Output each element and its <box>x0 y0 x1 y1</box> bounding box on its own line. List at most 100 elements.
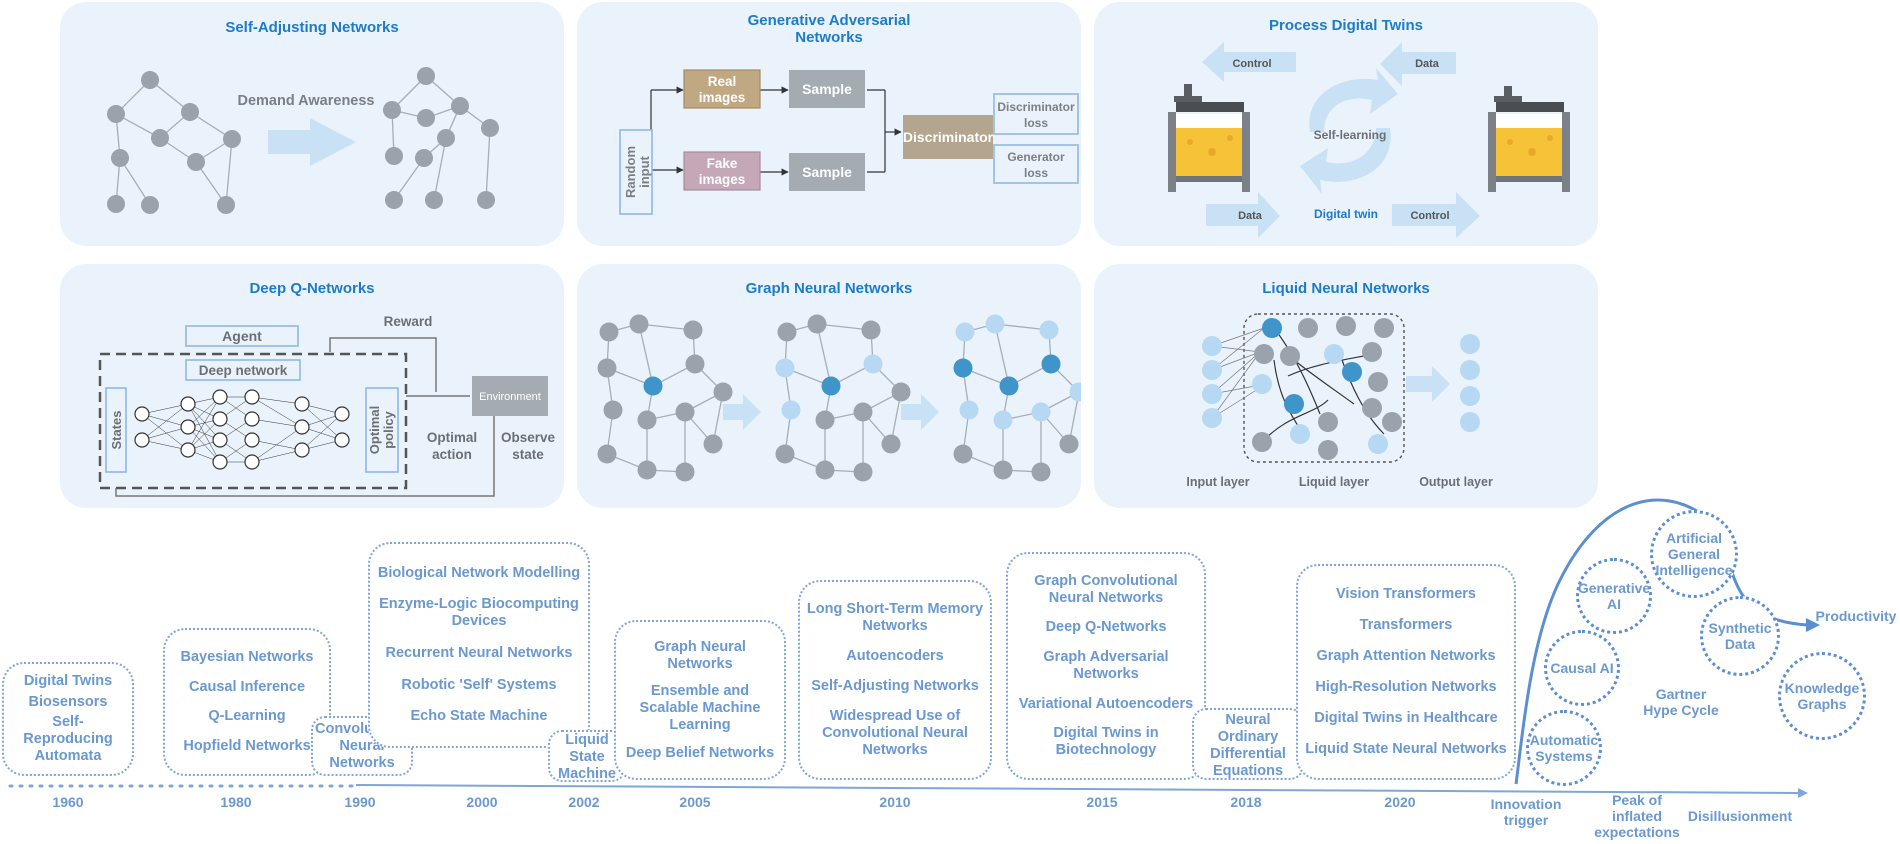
svg-text:policy: policy <box>381 410 396 448</box>
gnn-node <box>781 400 801 420</box>
discriminator-box <box>903 115 993 159</box>
gnn-node <box>853 402 873 422</box>
gnn-node <box>861 320 881 340</box>
svg-text:Discriminator: Discriminator <box>903 129 994 145</box>
gnn-node <box>1031 462 1051 482</box>
gnn-node <box>683 320 703 340</box>
svg-text:Input layer: Input layer <box>1186 475 1249 489</box>
hype-circle-synthetic-data: Synthetic Data <box>1700 596 1780 676</box>
hype-circle-generative-ai: Generative AI <box>1576 558 1652 634</box>
arrow-right-icon <box>1206 192 1280 238</box>
gnn-node <box>853 462 873 482</box>
svg-text:Random: Random <box>623 146 638 198</box>
svg-text:Sample: Sample <box>802 164 852 180</box>
svg-text:Output layer: Output layer <box>1419 475 1493 489</box>
svg-text:Self-learning: Self-learning <box>1314 128 1387 142</box>
gnn-node <box>807 314 827 334</box>
sample-box-top <box>789 70 865 108</box>
gnn-node <box>603 400 623 420</box>
timeline-box-2010: Long Short-Term Memory Networks Autoenco… <box>798 580 992 780</box>
svg-text:Control: Control <box>1232 58 1271 70</box>
agent-dashed-frame <box>98 352 408 490</box>
year-label: 1960 <box>52 794 84 810</box>
gnn-node <box>599 322 619 342</box>
arrow-right-icon <box>268 118 356 166</box>
panel-deep-q-networks: Deep Q-Networks Agent Deep network State… <box>60 264 564 508</box>
sample-box-bottom <box>789 153 865 191</box>
arrow-right-icon <box>1406 366 1450 402</box>
gnn-graph <box>953 314 1081 482</box>
gnn-node <box>629 314 649 334</box>
panel-title: Graph Neural Networks <box>745 280 913 297</box>
svg-text:Environment: Environment <box>479 391 541 403</box>
svg-text:input: input <box>637 155 652 187</box>
gnn-node <box>713 382 733 402</box>
gan-diagram: Random input Real images Fake images Sam… <box>619 69 1079 215</box>
cycle-arrow-icon <box>1300 128 1391 194</box>
arrow-right-icon <box>901 394 939 430</box>
fake-images-box <box>683 151 761 191</box>
gnn-node <box>959 400 979 420</box>
svg-text:Fake: Fake <box>707 156 738 171</box>
svg-text:Reward: Reward <box>384 314 433 329</box>
year-label: 2005 <box>679 794 711 810</box>
hype-circle-automatic-systems: Automatic Systems <box>1526 710 1602 786</box>
gnn-diagram <box>597 314 1081 482</box>
svg-text:Generator: Generator <box>1007 150 1065 164</box>
gnn-node <box>597 358 617 378</box>
gnn-node <box>637 460 657 480</box>
svg-text:loss: loss <box>1024 116 1048 130</box>
gnn-node <box>1031 402 1051 422</box>
panel-title-line2: Networks <box>795 29 863 46</box>
generator-loss-box <box>993 144 1079 184</box>
panel-process-digital-twins: Process Digital Twins Control Data Data … <box>1094 2 1598 246</box>
optimal-policy-box <box>365 387 399 473</box>
gnn-node <box>1069 382 1081 402</box>
svg-text:Optimal: Optimal <box>367 406 382 454</box>
gnn-node <box>815 410 835 430</box>
timeline-box-2018: Neural Ordinary Differential Equations <box>1192 708 1304 780</box>
svg-text:state: state <box>512 447 544 462</box>
random-input-box <box>619 129 653 215</box>
agent-box <box>185 325 299 347</box>
svg-text:Discriminator: Discriminator <box>997 100 1075 114</box>
self-adjusting-diagram: Demand Awareness <box>107 67 499 214</box>
svg-text:Optimal: Optimal <box>427 430 477 445</box>
gnn-node <box>597 444 617 464</box>
arrow-left-icon <box>1380 42 1456 86</box>
panel-liquid-neural-networks: Liquid Neural Networks Input layer Liqui… <box>1094 264 1598 508</box>
svg-text:Control: Control <box>1410 210 1449 222</box>
gnn-node <box>1059 434 1079 454</box>
gnn-node <box>955 322 975 342</box>
timeline-box-2002: Liquid State Machine <box>548 730 626 782</box>
timeline-box-1980: Bayesian Networks Causal Inference Q-Lea… <box>163 628 331 776</box>
panel-title: Deep Q-Networks <box>249 280 375 297</box>
gnn-node <box>953 444 973 464</box>
panel-title: Process Digital Twins <box>1269 17 1423 34</box>
svg-text:States: States <box>109 410 124 449</box>
hype-circle-knowledge-graphs: Knowledge Graphs <box>1778 652 1866 740</box>
svg-text:Digital twin: Digital twin <box>1314 207 1378 221</box>
hype-circle-causal-ai: Causal AI <box>1544 630 1620 706</box>
panel-gan: Generative Adversarial Networks Random i… <box>577 2 1081 246</box>
svg-text:Sample: Sample <box>802 81 852 97</box>
timeline-box-2015: Graph Convolutional Neural Networks Deep… <box>1006 552 1206 780</box>
svg-text:images: images <box>699 90 746 105</box>
gnn-node <box>891 382 911 402</box>
gnn-node <box>953 358 973 378</box>
panel-graph-neural-networks: Graph Neural Networks <box>577 264 1081 508</box>
year-label: 1980 <box>220 794 252 810</box>
timeline-box-2005: Graph Neural Networks Ensemble and Scala… <box>614 620 786 780</box>
gnn-node <box>1041 354 1061 374</box>
gnn-node <box>863 354 883 374</box>
gnn-node <box>675 402 695 422</box>
year-label: 1990 <box>344 794 376 810</box>
deep-network-box <box>185 359 301 381</box>
gnn-node <box>777 322 797 342</box>
gnn-node <box>675 462 695 482</box>
gnn-node <box>993 460 1013 480</box>
panel-title-line1: Generative Adversarial <box>747 12 911 29</box>
year-label: 2002 <box>568 794 600 810</box>
